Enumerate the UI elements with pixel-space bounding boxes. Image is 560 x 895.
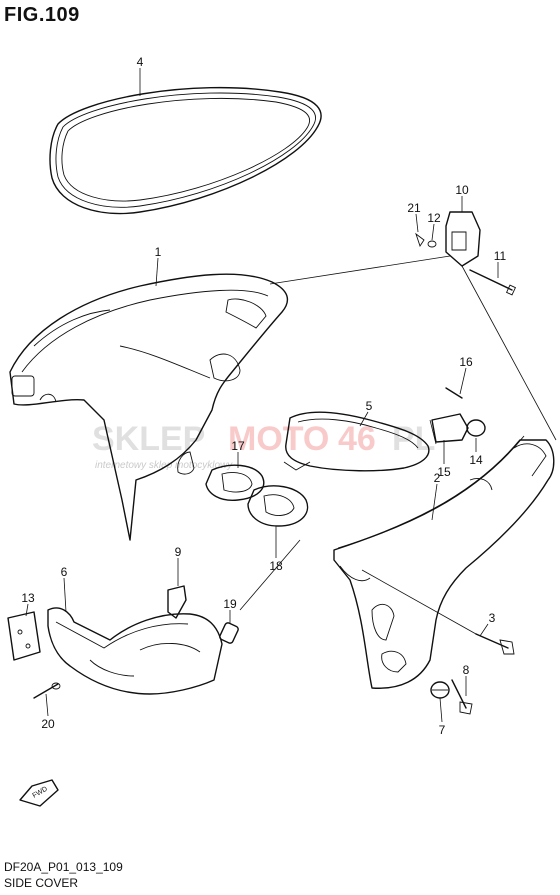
part-16-screw [445,387,463,399]
part-3-bolt [475,633,515,655]
fwd-label: FWD [32,786,49,800]
watermark-brand-b: MOTO [228,420,329,458]
callout-11: 11 [494,249,507,263]
part-9-clip [167,585,187,619]
callout-7: 7 [439,723,446,737]
part-6-lower-cover [47,607,223,695]
part-1-left-side-cover [9,273,289,541]
callout-9: 9 [175,545,182,559]
part-21-pin [415,232,425,248]
part-7-grommet [430,681,450,699]
part-15-latch [431,413,469,443]
callout-16: 16 [459,355,473,369]
callout-13: 13 [21,591,35,605]
part-18-grommet [247,485,309,527]
part-14-cap [466,419,486,437]
reference-lines [239,255,557,635]
part-19-collar [219,622,239,644]
callout-numbers: 4 1 2 3 5 6 7 8 9 10 11 12 13 14 15 16 1… [21,55,506,737]
callout-10: 10 [455,183,469,197]
figure-title: FIG.109 [4,4,80,26]
callout-14: 14 [469,453,483,467]
callout-3: 3 [489,611,496,625]
callout-6: 6 [61,565,68,579]
part-2-right-side-cover [333,435,555,689]
callout-19: 19 [223,597,237,611]
fwd-arrow: FWD [19,779,59,807]
callout-2: 2 [434,471,441,485]
callout-15: 15 [437,465,451,479]
callout-21: 21 [407,201,421,215]
part-20-rivet [33,682,61,699]
callout-8: 8 [463,663,470,677]
part-8-screw [451,679,473,715]
part-11-screw [469,269,517,296]
figure-name: SIDE COVER [4,876,79,890]
callout-12: 12 [427,211,441,225]
part-10-hinge [445,211,481,267]
part-17-grommet [205,464,265,501]
part-5-bracket [283,411,430,472]
callout-5: 5 [366,399,373,413]
part-13-pad [7,611,41,661]
callout-1: 1 [155,245,162,259]
callout-leaders [25,68,499,723]
callout-17: 17 [231,439,245,453]
callout-18: 18 [269,559,283,573]
watermark-brand-c: 46 [338,420,376,458]
part-12-washer [427,240,437,248]
callout-4: 4 [137,55,144,69]
callout-20: 20 [41,717,55,731]
figure-code: DF20A_P01_013_109 [4,860,123,874]
part-4-seal [49,86,322,215]
watermark: SKLEP MOTO 46 PL internetowy sklep motoc… [92,420,435,471]
watermark-tagline: internetowy sklep motocyklowy [95,460,233,471]
